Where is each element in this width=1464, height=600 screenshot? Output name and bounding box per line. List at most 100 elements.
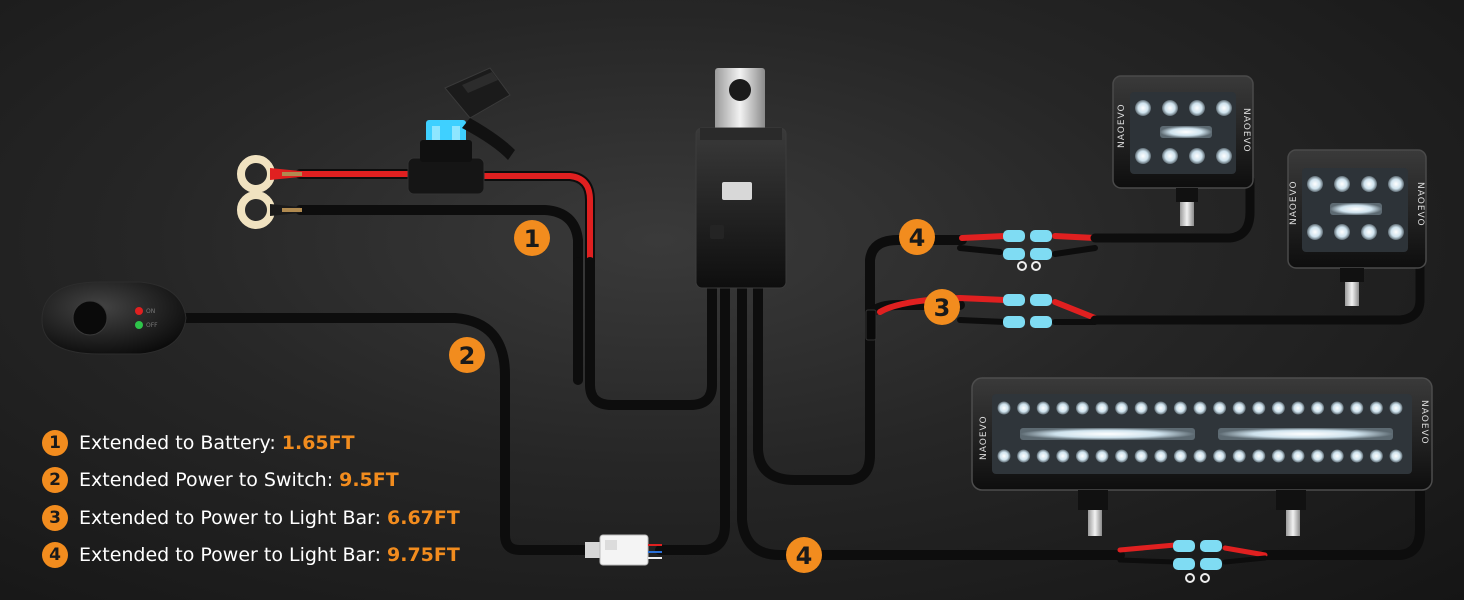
led-emitter bbox=[1173, 401, 1187, 415]
badge-pod-lower: 3 bbox=[924, 289, 960, 325]
led-emitter bbox=[1017, 401, 1031, 415]
led-emitter bbox=[1291, 449, 1305, 463]
legend-label-4: Extended to Power to Light Bar: bbox=[79, 544, 382, 567]
led-emitter bbox=[1162, 148, 1178, 164]
svg-text:3: 3 bbox=[934, 294, 951, 322]
led-emitter bbox=[1036, 449, 1050, 463]
led-emitter bbox=[1213, 449, 1227, 463]
battery-to-relay-wire bbox=[585, 257, 717, 410]
brand-label-pod-upper-right: NAOEVO bbox=[1241, 108, 1251, 153]
led-emitter bbox=[1389, 449, 1403, 463]
legend-text-3: Extended to Power to Light Bar:6.67FT bbox=[79, 507, 460, 529]
badge-light-bar: 4 bbox=[786, 537, 822, 573]
length-legend: 1 Extended to Battery:1.65FT 2 Extended … bbox=[42, 424, 460, 574]
led-emitter bbox=[1252, 449, 1266, 463]
legend-badge-3: 3 bbox=[42, 504, 68, 531]
led-emitter bbox=[1389, 401, 1403, 415]
led-emitter bbox=[1115, 449, 1129, 463]
relay-to-lightbar-wire bbox=[737, 275, 1125, 560]
led-emitter bbox=[1154, 449, 1168, 463]
led-emitter bbox=[1330, 401, 1344, 415]
legend-row-2: 2 Extended Power to Switch:9.5FT bbox=[42, 462, 460, 500]
lightbar-splice-wire bbox=[1117, 542, 1268, 558]
led-emitter bbox=[1388, 176, 1404, 192]
led-emitter bbox=[1135, 148, 1151, 164]
led-emitter bbox=[1193, 401, 1207, 415]
led-light-bar: NAOEVO NAOEVO bbox=[971, 377, 1433, 536]
led-emitter bbox=[1134, 401, 1148, 415]
svg-text:1: 1 bbox=[524, 225, 541, 253]
led-emitter bbox=[1095, 401, 1109, 415]
legend-row-3: 3 Extended to Power to Light Bar:6.67FT bbox=[42, 499, 460, 537]
led-emitter bbox=[1075, 449, 1089, 463]
led-emitter bbox=[1216, 100, 1232, 116]
led-emitter bbox=[1311, 401, 1325, 415]
legend-label-2: Extended Power to Switch: bbox=[79, 469, 334, 492]
led-pod-light-upper: NAOEVO NAOEVO bbox=[1112, 75, 1254, 226]
switch-led-label-on: ON bbox=[146, 308, 155, 315]
badge-battery: 1 bbox=[514, 220, 550, 256]
led-emitter bbox=[1115, 401, 1129, 415]
led-emitter bbox=[1134, 449, 1148, 463]
switch-wire bbox=[175, 313, 605, 555]
led-emitter bbox=[1307, 224, 1323, 240]
led-emitter bbox=[1036, 401, 1050, 415]
svg-text:2: 2 bbox=[459, 342, 476, 370]
led-emitter bbox=[997, 401, 1011, 415]
brand-label-light-bar-right: NAOEVO bbox=[1419, 400, 1429, 445]
led-emitter bbox=[1388, 224, 1404, 240]
legend-text-4: Extended to Power to Light Bar:9.75FT bbox=[79, 544, 460, 566]
led-emitter bbox=[1173, 449, 1187, 463]
led-emitter bbox=[1154, 401, 1168, 415]
wires bbox=[175, 169, 1425, 565]
splice-connectors bbox=[1003, 230, 1222, 583]
inline-fuse-holder bbox=[407, 67, 515, 195]
splice-pod-lower bbox=[1003, 294, 1052, 328]
led-emitter bbox=[1189, 100, 1205, 116]
legend-row-4: 4 Extended to Power to Light Bar:9.75FT bbox=[42, 537, 460, 575]
led-emitter bbox=[1311, 449, 1325, 463]
led-emitter bbox=[1291, 401, 1305, 415]
led-emitter bbox=[1361, 224, 1377, 240]
legend-value-4: 9.75FT bbox=[387, 544, 460, 567]
led-emitter bbox=[1075, 401, 1089, 415]
led-emitter bbox=[1350, 401, 1364, 415]
legend-value-1: 1.65FT bbox=[281, 431, 355, 454]
svg-text:4: 4 bbox=[796, 542, 813, 570]
splice-light-bar bbox=[1173, 540, 1222, 583]
switch-led-label-off: OFF bbox=[146, 322, 158, 329]
legend-label-3: Extended to Power to Light Bar: bbox=[79, 506, 382, 529]
led-emitter bbox=[1216, 148, 1232, 164]
led-emitter bbox=[997, 449, 1011, 463]
badge-pod-upper: 4 bbox=[899, 219, 935, 255]
led-emitter bbox=[1056, 401, 1070, 415]
led-emitter bbox=[1334, 176, 1350, 192]
legend-badge-2: 2 bbox=[42, 467, 68, 494]
badge-switch: 2 bbox=[449, 337, 485, 373]
legend-badge-4: 4 bbox=[42, 542, 68, 569]
led-pod-light-lower: NAOEVO NAOEVO bbox=[1287, 149, 1427, 306]
led-emitter bbox=[1350, 449, 1364, 463]
led-emitter bbox=[1193, 449, 1207, 463]
brand-label-pod-lower-right: NAOEVO bbox=[1415, 182, 1425, 227]
led-emitter bbox=[1017, 449, 1031, 463]
pod-upper-red-wire bbox=[959, 233, 1008, 241]
led-emitter bbox=[1307, 176, 1323, 192]
led-emitter bbox=[1369, 401, 1383, 415]
led-emitter bbox=[1334, 224, 1350, 240]
legend-row-1: 1 Extended to Battery:1.65FT bbox=[42, 424, 460, 462]
splice-pod-upper bbox=[1003, 230, 1052, 271]
led-emitter bbox=[1232, 449, 1246, 463]
led-emitter bbox=[1232, 401, 1246, 415]
relay-to-pods-wire bbox=[753, 235, 967, 485]
legend-text-2: Extended Power to Switch:9.5FT bbox=[79, 469, 399, 491]
legend-label-1: Extended to Battery: bbox=[79, 431, 276, 454]
rocker-switch: ON OFF bbox=[41, 281, 187, 355]
brand-label-light-bar: NAOEVO bbox=[979, 415, 989, 460]
ground-wire bbox=[295, 205, 583, 267]
legend-badge-1: 1 bbox=[42, 429, 68, 456]
pod-lower-red-wire bbox=[877, 295, 1008, 315]
led-emitter bbox=[1252, 401, 1266, 415]
led-emitter bbox=[1330, 449, 1344, 463]
